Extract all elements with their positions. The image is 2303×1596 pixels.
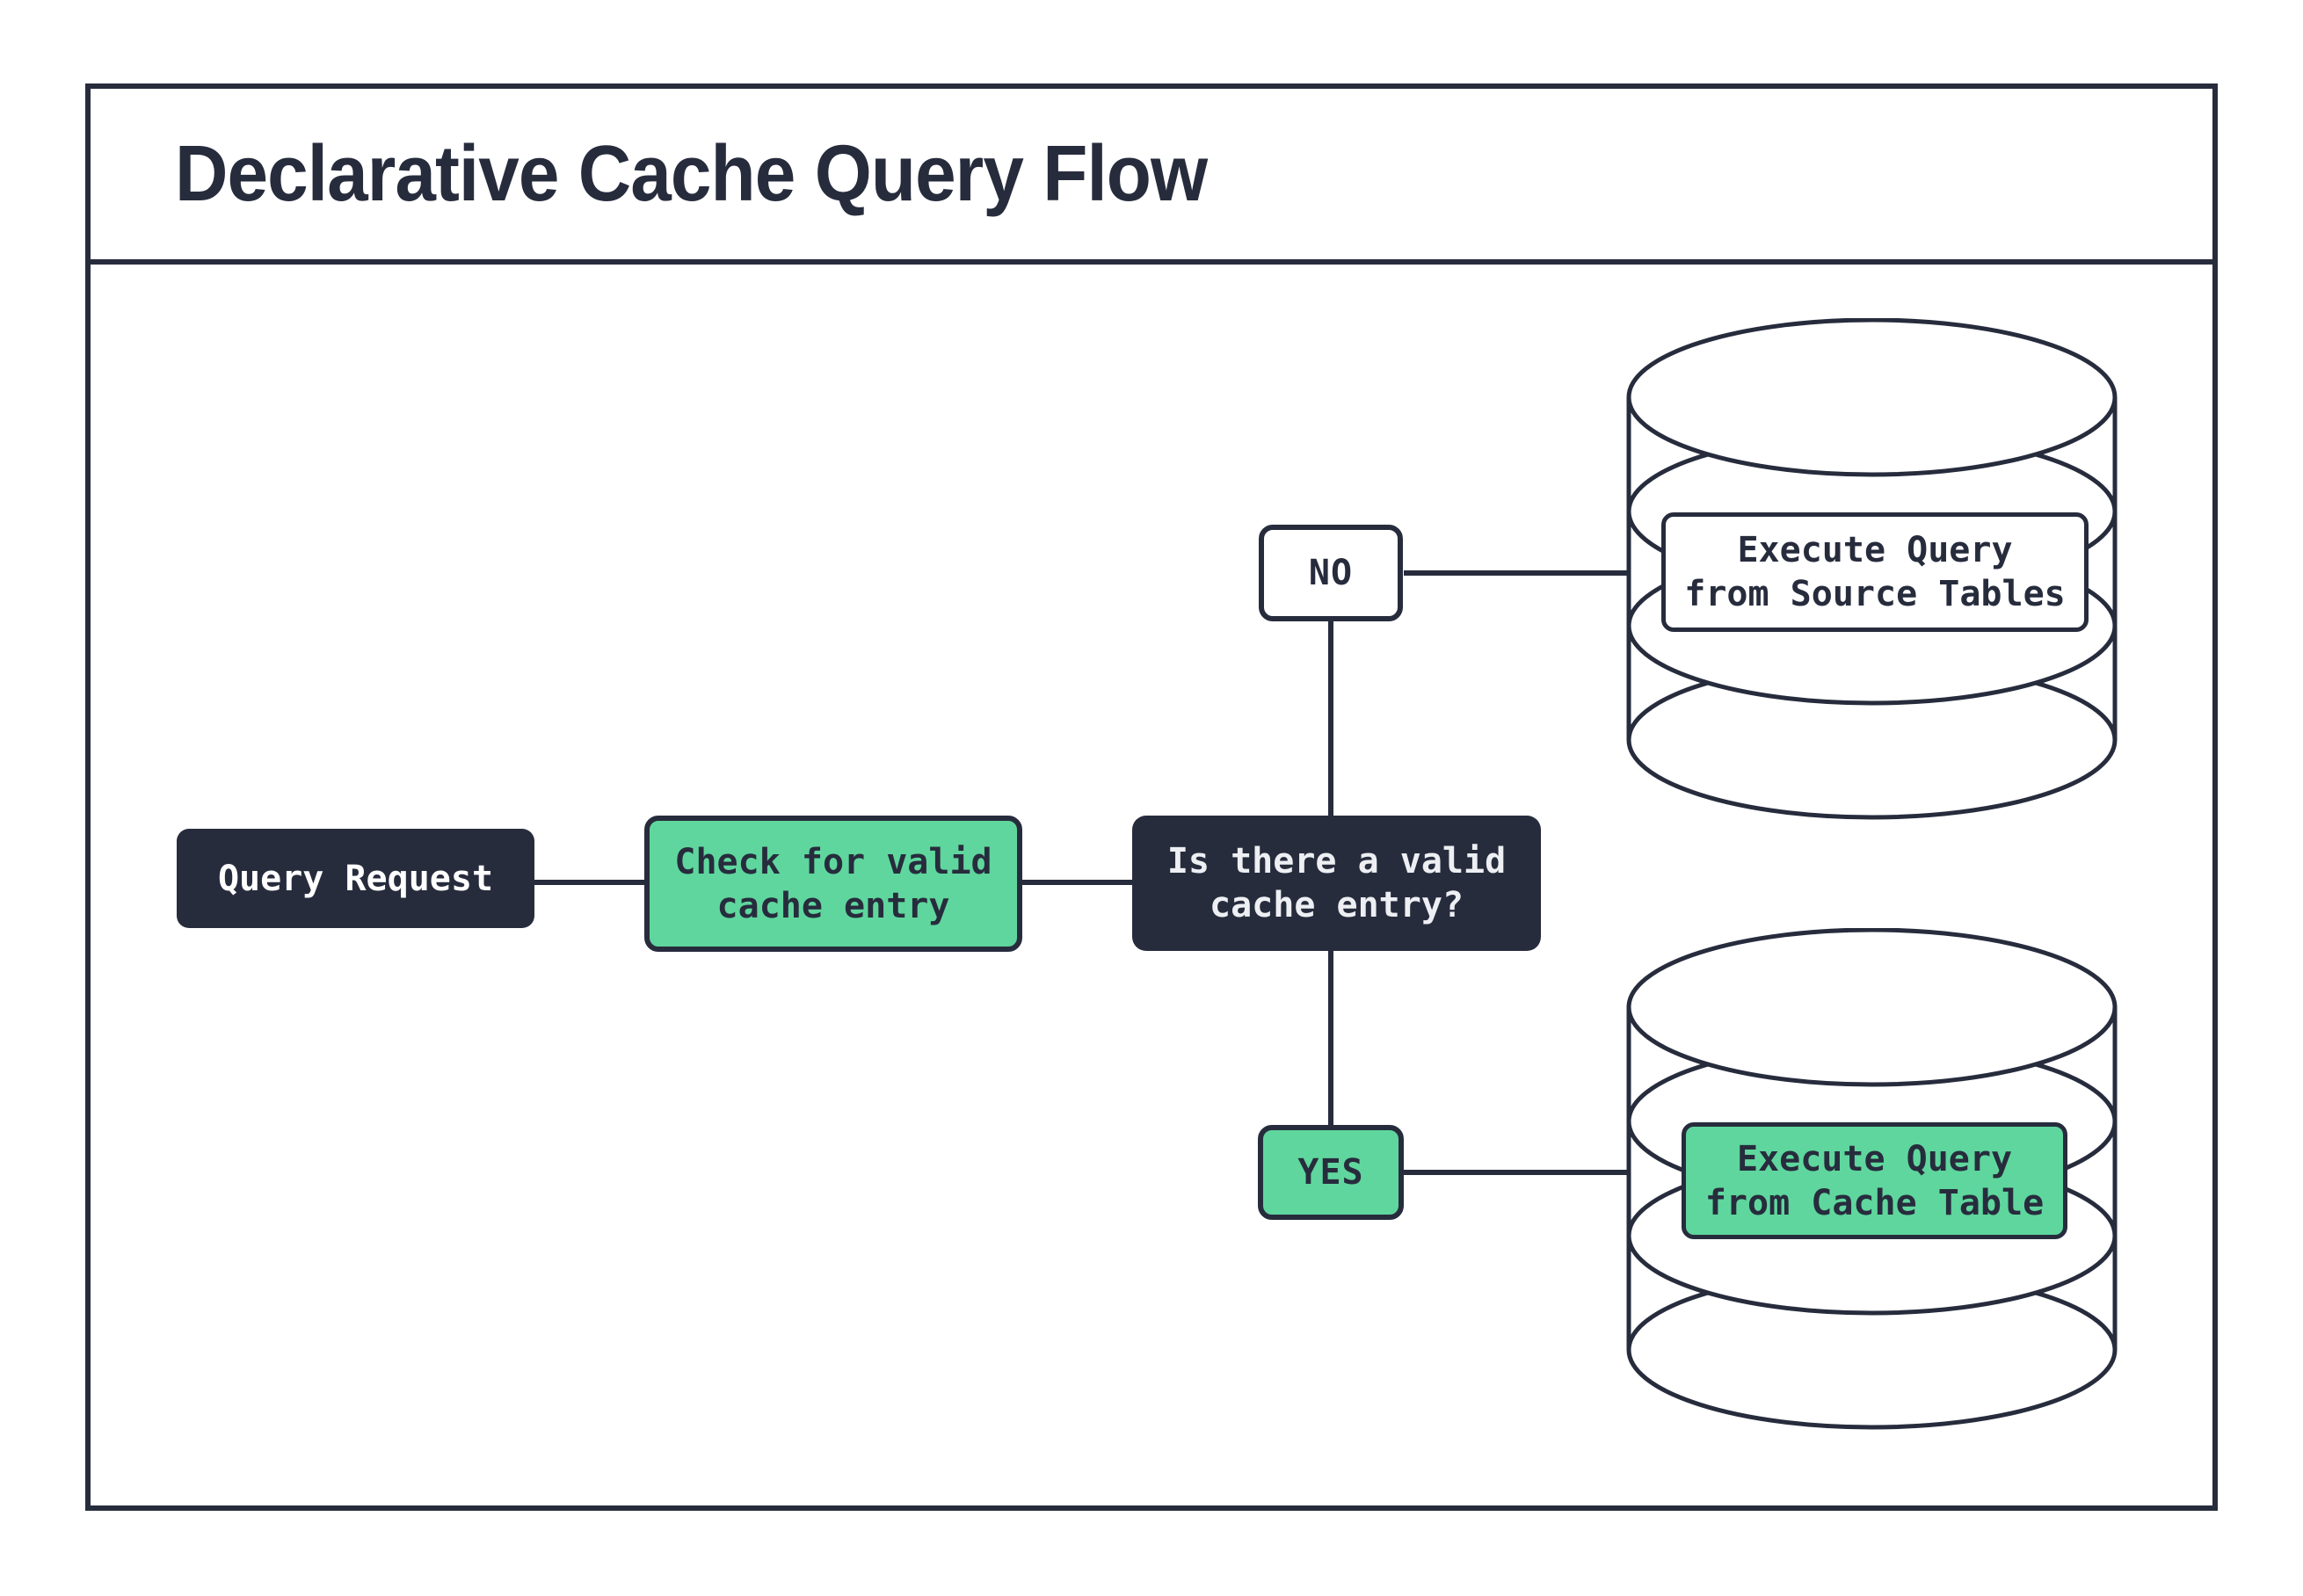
execute-cache-line1: Execute Query [1736,1138,2013,1179]
node-decision-valid-cache: Is there a valid cache entry? [1132,816,1541,951]
edge-yes-to-cache-db [1404,1170,1629,1175]
node-yes-label: YES [1258,1125,1404,1220]
node-decision-line2: cache entry? [1210,885,1464,925]
edge-decision-to-no [1328,620,1333,817]
node-execute-source-tables: Execute Query from Source Tables [1661,512,2089,632]
execute-cache-line2: from Cache Table [1704,1182,2045,1223]
node-execute-cache-table: Execute Query from Cache Table [1682,1122,2067,1239]
node-no-label: NO [1259,525,1403,621]
execute-source-line2: from Source Tables [1684,574,2066,614]
node-decision-line1: Is there a valid [1166,841,1507,881]
edge-check-to-decision [1022,880,1132,885]
node-check-cache-line2: cache entry [716,885,950,926]
yes-label-text: YES [1297,1152,1364,1193]
node-check-cache: Check for valid cache entry [644,816,1022,952]
execute-source-line1: Execute Query [1737,530,2013,570]
diagram-title: Declarative Cache Query Flow [175,129,1208,218]
title-bar: Declarative Cache Query Flow [91,89,2212,265]
node-query-request: Query Request [177,829,534,928]
edge-decision-to-yes [1328,949,1333,1127]
edge-query-to-check [534,880,644,885]
no-label-text: NO [1308,553,1354,593]
diagram-frame: Declarative Cache Query Flow [85,83,2218,1511]
node-query-request-label: Query Request [217,858,494,899]
edge-no-to-source-db [1404,570,1629,576]
node-check-cache-line1: Check for valid [674,841,992,882]
